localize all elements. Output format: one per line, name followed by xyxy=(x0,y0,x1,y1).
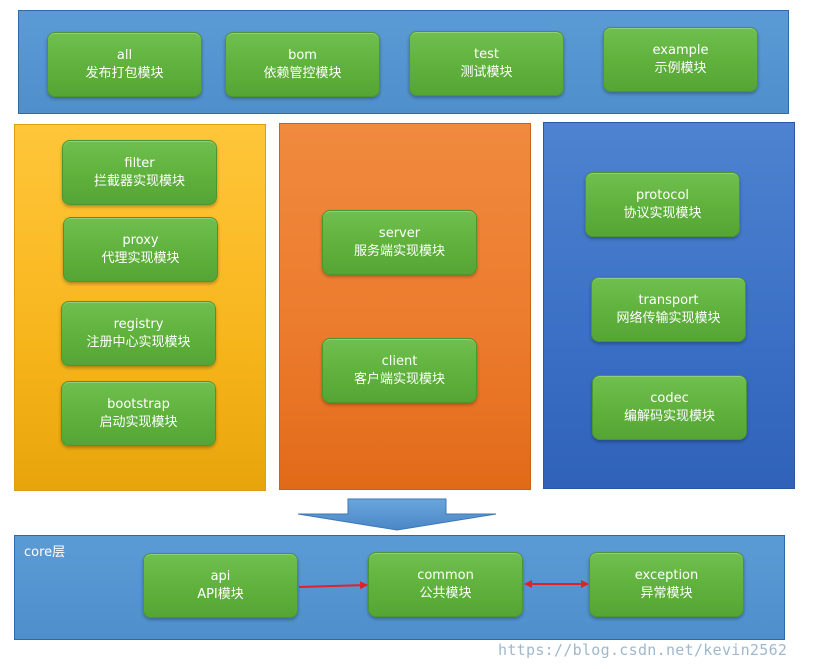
module-name: filter xyxy=(124,155,155,171)
module-api: api API模块 xyxy=(143,553,298,618)
module-server: server 服务端实现模块 xyxy=(322,210,477,275)
module-bootstrap: bootstrap 启动实现模块 xyxy=(61,381,216,446)
module-desc: 注册中心实现模块 xyxy=(86,334,191,350)
module-desc: 代理实现模块 xyxy=(101,250,180,266)
module-codec: codec 编解码实现模块 xyxy=(592,375,747,440)
module-name: client xyxy=(381,353,418,369)
module-desc: 启动实现模块 xyxy=(99,414,178,430)
module-test: test 测试模块 xyxy=(409,31,564,96)
module-desc: 异常模块 xyxy=(640,585,693,601)
module-name: registry xyxy=(113,316,164,332)
module-filter: filter 拦截器实现模块 xyxy=(62,140,217,205)
module-desc: 发布打包模块 xyxy=(85,65,164,81)
module-name: common xyxy=(417,567,474,583)
api-to-common-arrow xyxy=(298,581,368,590)
module-client: client 客户端实现模块 xyxy=(322,338,477,403)
module-example: example 示例模块 xyxy=(603,27,758,92)
module-desc: 编解码实现模块 xyxy=(623,408,715,424)
module-desc: 示例模块 xyxy=(654,60,707,76)
module-name: codec xyxy=(650,390,689,406)
module-registry: registry 注册中心实现模块 xyxy=(61,301,216,366)
module-name: all xyxy=(116,47,133,63)
module-name: test xyxy=(474,46,499,62)
module-name: example xyxy=(652,42,709,58)
module-desc: 依赖管控模块 xyxy=(263,65,342,81)
module-common: common 公共模块 xyxy=(368,552,523,617)
module-desc: 公共模块 xyxy=(419,585,472,601)
module-desc: 测试模块 xyxy=(460,64,513,80)
module-name: bootstrap xyxy=(107,396,170,412)
module-desc: 客户端实现模块 xyxy=(353,371,445,387)
module-desc: 拦截器实现模块 xyxy=(93,173,185,189)
module-all: all 发布打包模块 xyxy=(47,32,202,97)
module-bom: bom 依赖管控模块 xyxy=(225,32,380,97)
module-name: api xyxy=(210,568,231,584)
module-name: server xyxy=(378,225,421,241)
module-proxy: proxy 代理实现模块 xyxy=(63,217,218,282)
module-desc: 协议实现模块 xyxy=(623,205,702,221)
module-desc: 网络传输实现模块 xyxy=(616,310,721,326)
module-name: bom xyxy=(288,47,317,63)
module-name: protocol xyxy=(635,187,690,203)
module-name: proxy xyxy=(122,232,159,248)
module-exception: exception 异常模块 xyxy=(589,552,744,617)
middle-group-panel xyxy=(279,123,531,490)
module-name: exception xyxy=(634,567,699,583)
module-protocol: protocol 协议实现模块 xyxy=(585,172,740,237)
module-transport: transport 网络传输实现模块 xyxy=(591,277,746,342)
down-arrow-icon xyxy=(297,498,497,531)
module-desc: 服务端实现模块 xyxy=(353,243,445,259)
watermark-text: https://blog.csdn.net/kevin2562 xyxy=(498,641,788,659)
module-desc: API模块 xyxy=(197,586,244,602)
module-name: transport xyxy=(638,292,699,308)
core-layer-label: core层 xyxy=(24,545,66,560)
